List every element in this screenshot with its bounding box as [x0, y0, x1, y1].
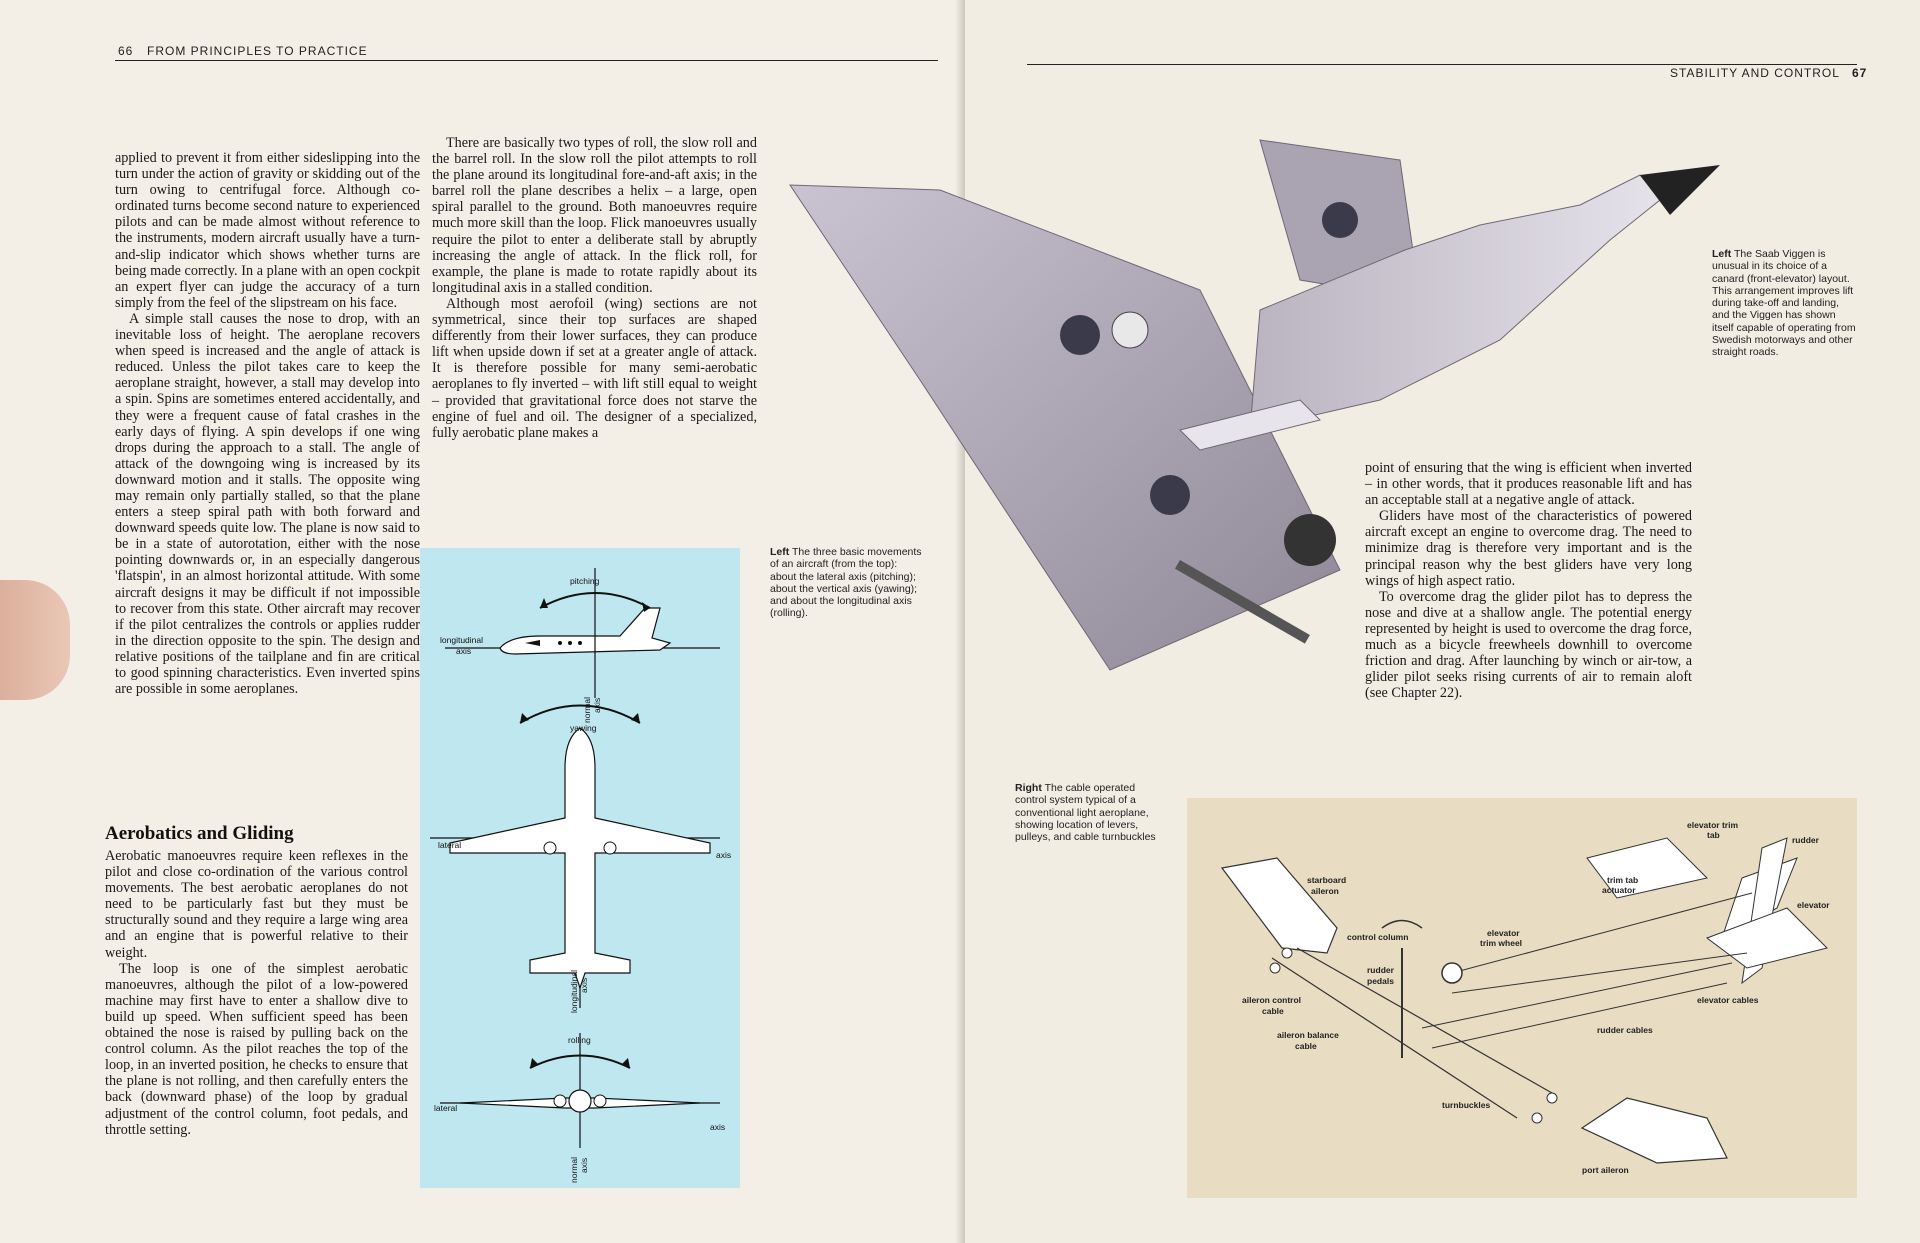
cable-control-diagram: starboard aileron control column elevato… — [1187, 798, 1857, 1198]
thumb-image — [0, 580, 70, 700]
left-column-1b: Aerobatic manoeuvres require keen reflex… — [105, 848, 408, 1138]
right-body-column: point of ensuring that the wing is effic… — [1365, 460, 1692, 701]
paragraph: Although most aerofoil (wing) sections a… — [432, 295, 757, 441]
label-control-column: control column — [1347, 932, 1408, 942]
paragraph: Aerobatic manoeuvres require keen reflex… — [105, 848, 408, 961]
left-running-head: FROM PRINCIPLES TO PRACTICE — [147, 44, 368, 58]
caption-lead: Left — [770, 546, 790, 558]
right-running-head: STABILITY AND CONTROL — [1670, 66, 1840, 80]
label-yawing: yawing — [570, 723, 597, 733]
label-pedals: pedals — [1367, 976, 1394, 986]
left-column-1: applied to prevent it from either sidesl… — [115, 150, 420, 697]
label-normal-2-axis: axis — [579, 1158, 589, 1173]
label-aileron-balance: aileron balance — [1277, 1030, 1339, 1040]
paragraph: There are basically two types of roll, t… — [432, 135, 757, 296]
paragraph: point of ensuring that the wing is effic… — [1365, 460, 1692, 509]
cable-diagram-svg: starboard aileron control column elevato… — [1220, 820, 1830, 1175]
top-view-aircraft — [430, 704, 720, 1008]
label-starboard-aileron: aileron — [1311, 886, 1339, 896]
axes-diagram-svg: pitching longitudinal axis normal axis y… — [430, 568, 731, 1183]
cable-caption: Right The cable operated control system … — [1015, 782, 1165, 843]
caption-lead: Right — [1015, 782, 1042, 794]
paragraph: To overcome drag the glider pilot has to… — [1365, 588, 1692, 702]
label-rudder-pedals: rudder — [1367, 965, 1395, 975]
label-tab: tab — [1707, 830, 1720, 840]
right-header-rule — [1027, 64, 1857, 65]
axes-caption: Left The three basic movements of an air… — [770, 546, 925, 620]
label-longitudinal: longitudinal — [440, 635, 483, 645]
label-turnbuckles: turnbuckles — [1442, 1100, 1490, 1110]
caption-lead: Left — [1712, 248, 1732, 260]
label-elevator-trim-tab: elevator trim — [1687, 820, 1738, 830]
paragraph: The loop is one of the simplest aerobati… — [105, 960, 408, 1138]
label-normal-axis: axis — [592, 698, 602, 713]
label-aileron-control-cable: cable — [1262, 1006, 1284, 1016]
label-elevator-cables: elevator cables — [1697, 995, 1759, 1005]
aircraft-axes-diagram: pitching longitudinal axis normal axis y… — [420, 548, 740, 1188]
label-rudder-cables: rudder cables — [1597, 1025, 1653, 1035]
viggen-caption: Left The Saab Viggen is unusual in its c… — [1712, 248, 1857, 359]
left-page: 66 FROM PRINCIPLES TO PRACTICE applied t… — [0, 0, 965, 1243]
paragraph: Gliders have most of the characteristics… — [1365, 508, 1692, 589]
label-axis-right: axis — [716, 850, 731, 860]
label-actuator: actuator — [1602, 885, 1636, 895]
right-page-number: 67 — [1852, 66, 1868, 80]
label-longitudinal-vertical: longitudinal — [569, 970, 579, 1013]
label-axis: axis — [456, 646, 471, 656]
label-trim-tab: trim tab — [1607, 875, 1638, 885]
label-lateral-2: lateral — [434, 1103, 457, 1113]
saab-viggen-photo — [780, 130, 1755, 690]
left-column-2: There are basically two types of roll, t… — [432, 135, 757, 441]
viggen-illustration — [789, 139, 1720, 671]
caption-text: The three basic movements of an aircraft… — [770, 546, 922, 620]
section-heading: Aerobatics and Gliding — [105, 823, 294, 844]
label-normal: normal — [582, 697, 592, 723]
label-elevator: elevator — [1797, 900, 1830, 910]
front-view-aircraft — [440, 1033, 720, 1148]
label-pitching: pitching — [570, 576, 600, 586]
caption-text: The cable operated control system typica… — [1015, 782, 1156, 844]
caption-text: The Saab Viggen is unusual in its choice… — [1712, 248, 1856, 359]
label-longitudinal-vertical-axis: axis — [579, 978, 589, 993]
label-rolling: rolling — [568, 1035, 591, 1045]
label-starboard: starboard — [1307, 875, 1346, 885]
label-rudder: rudder — [1792, 835, 1820, 845]
paragraph: applied to prevent it from either sidesl… — [115, 150, 420, 311]
label-aileron-balance-cable: cable — [1295, 1041, 1317, 1051]
left-header-rule — [115, 60, 938, 61]
label-trim-wheel: trim wheel — [1480, 938, 1522, 948]
label-elevator-trim: elevator — [1487, 928, 1520, 938]
label-lateral: lateral — [438, 840, 461, 850]
label-axis-2: axis — [710, 1122, 725, 1132]
left-page-number: 66 — [118, 44, 134, 58]
label-port-aileron: port aileron — [1582, 1165, 1629, 1175]
label-normal-2: normal — [569, 1157, 579, 1183]
paragraph: A simple stall causes the nose to drop, … — [115, 310, 420, 698]
label-aileron-control: aileron control — [1242, 995, 1301, 1005]
side-view-aircraft — [445, 568, 720, 698]
